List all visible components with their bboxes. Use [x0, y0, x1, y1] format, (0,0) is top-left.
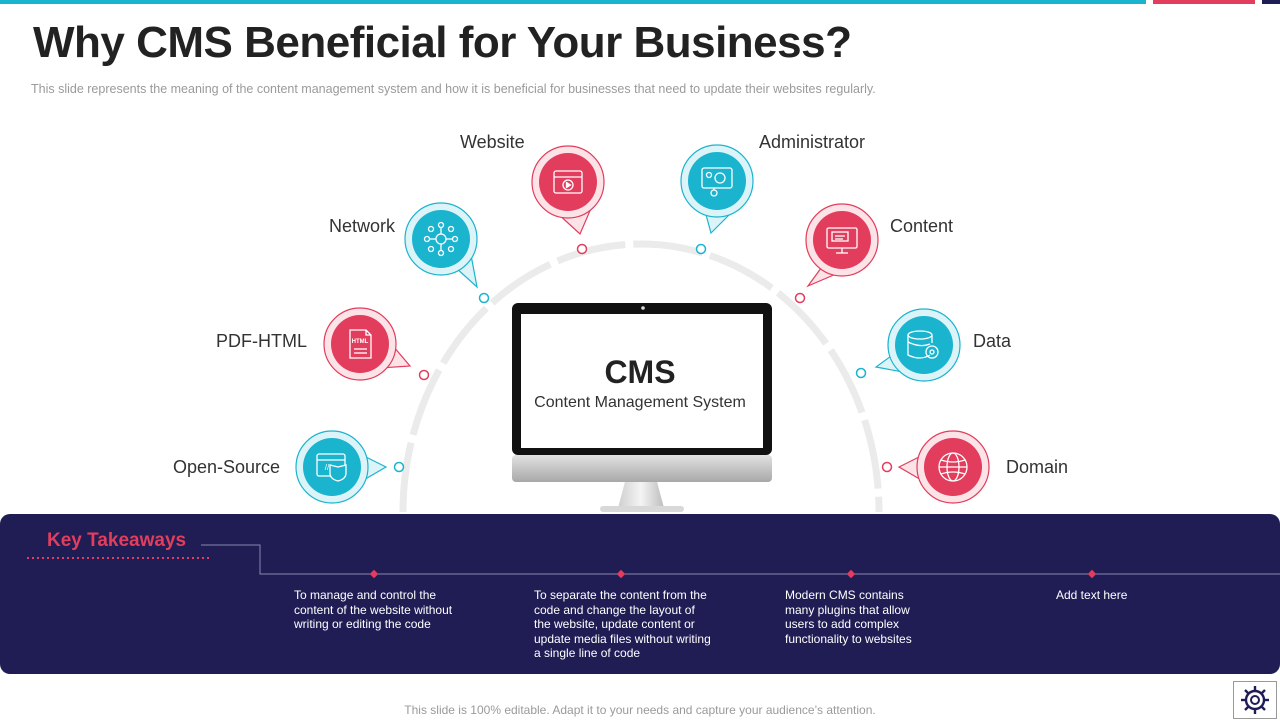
code-shield-icon: // — [316, 453, 347, 482]
label-pdf-html: PDF-HTML — [216, 331, 307, 351]
settings-button[interactable] — [1233, 681, 1277, 719]
timeline-marker — [846, 569, 856, 579]
cms-subtitle: Content Management System — [534, 394, 746, 411]
takeaway-text-3: Modern CMS contains many plugins that al… — [785, 588, 912, 646]
top-accent-bar-red — [1153, 0, 1255, 4]
label-domain: Domain — [1006, 457, 1069, 477]
key-takeaways-panel — [0, 514, 1280, 674]
label-content: Content — [890, 216, 954, 236]
connector-dot — [695, 243, 707, 255]
connector-dot — [794, 292, 806, 304]
monitor-text: CMS Content Management System — [520, 356, 760, 412]
timeline-line — [201, 544, 1280, 575]
slide-subtitle: This slide represents the meaning of the… — [31, 82, 876, 96]
content-screen-icon — [826, 227, 858, 254]
label-administrator: Administrator — [759, 132, 866, 152]
connector-dot — [478, 292, 490, 304]
data-bubble — [874, 308, 961, 382]
database-gear-icon — [907, 330, 939, 359]
network-icon — [423, 221, 459, 257]
cms-title: CMS — [604, 354, 676, 390]
timeline-marker — [616, 569, 626, 579]
svg-text:HTML: HTML — [352, 339, 369, 345]
slide-footer: This slide is 100% editable. Adapt it to… — [404, 703, 876, 717]
label-network: Network — [329, 216, 396, 236]
connector-dot — [855, 367, 867, 379]
gear-icon — [1241, 686, 1269, 714]
globe-icon — [938, 452, 968, 482]
website-bubble — [531, 145, 605, 236]
domain-bubble — [897, 430, 990, 504]
takeaways-timeline — [27, 544, 1280, 579]
takeaway-text-1: To manage and control the content of the… — [294, 588, 453, 631]
takeaway-text-4: Add text here — [1056, 588, 1128, 602]
label-website: Website — [460, 132, 525, 152]
html-file-icon: HTML — [349, 329, 372, 359]
orbit-arc — [399, 240, 883, 513]
svg-text://: // — [325, 463, 330, 472]
connector-dot — [418, 369, 430, 381]
connector-dot — [881, 461, 893, 473]
timeline-marker — [1087, 569, 1097, 579]
open-source-bubble: // — [295, 430, 388, 504]
admin-settings-icon — [701, 167, 733, 197]
connector-dot — [393, 461, 405, 473]
monitor — [512, 303, 772, 512]
content-bubble — [805, 203, 879, 288]
key-takeaways-title: Key Takeaways — [47, 530, 187, 551]
top-accent-bar — [0, 0, 1146, 4]
label-open-source: Open-Source — [173, 457, 281, 477]
top-accent-bar-navy — [1262, 0, 1280, 4]
takeaway-text-2: To separate the content from the code an… — [534, 588, 711, 660]
timeline-marker — [369, 569, 379, 579]
network-bubble — [404, 202, 478, 289]
administrator-bubble — [680, 144, 754, 235]
video-browser-icon — [553, 170, 583, 194]
connector-dot — [576, 243, 588, 255]
label-data: Data — [973, 331, 1012, 351]
slide-title: Why CMS Beneficial for Your Business? — [33, 18, 852, 67]
connector-dots — [393, 243, 893, 473]
pdf-html-bubble: HTML — [323, 307, 412, 381]
